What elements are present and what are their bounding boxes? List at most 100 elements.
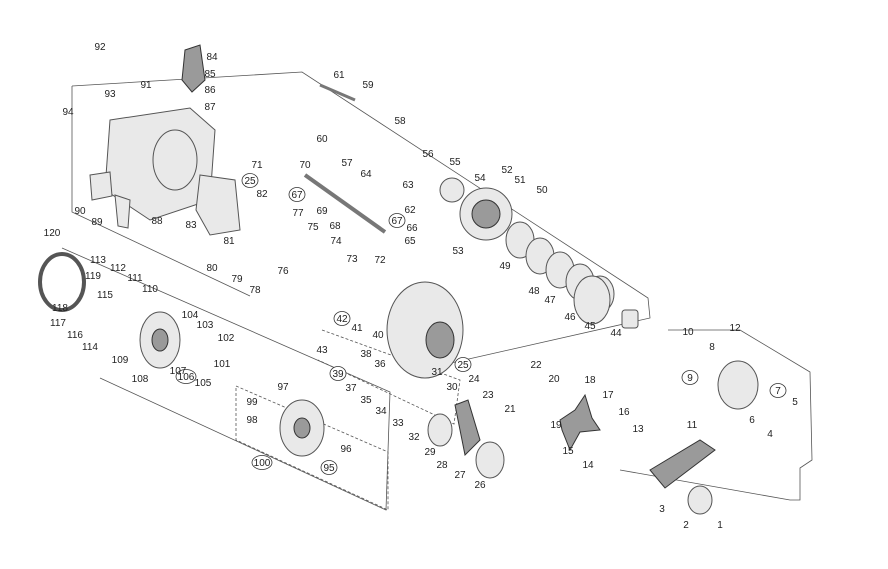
part-number: 8 [709, 342, 715, 353]
part-number: 14 [582, 460, 594, 471]
part-number: 99 [246, 397, 258, 408]
part-label-19: 19 [550, 420, 562, 431]
part-label-46: 46 [564, 312, 576, 323]
label-circle [175, 369, 197, 384]
part-number: 4 [767, 429, 773, 440]
part-number: 29 [424, 447, 436, 458]
part-label-71: 71 [251, 160, 263, 171]
part-label-100: 100 [251, 455, 273, 470]
part-number: 25 [457, 360, 469, 371]
part-number: 31 [431, 367, 443, 378]
part-label-55: 55 [449, 157, 461, 168]
part-number: 78 [249, 285, 261, 296]
part-number: 91 [140, 80, 152, 91]
part-number: 115 [97, 290, 113, 301]
part-number: 81 [223, 236, 235, 247]
part-number: 84 [206, 52, 218, 63]
part-label-9: 9 [681, 370, 699, 385]
part-label-37: 37 [345, 383, 357, 394]
part-label-48: 48 [528, 286, 540, 297]
part-number: 79 [231, 274, 243, 285]
part-label-2: 2 [683, 520, 689, 531]
part-number: 95 [323, 463, 335, 474]
part-number: 13 [632, 424, 644, 435]
part-number: 110 [142, 284, 158, 295]
part-label-115: 115 [97, 290, 113, 301]
part-label-96: 96 [340, 444, 352, 455]
part-label-45: 45 [584, 321, 596, 332]
part-label-99: 99 [246, 397, 258, 408]
part-number: 41 [351, 323, 363, 334]
part-label-74: 74 [330, 236, 342, 247]
part-number: 102 [218, 333, 235, 344]
part-number: 44 [610, 328, 622, 339]
part-number: 55 [449, 157, 461, 168]
part-number: 97 [277, 382, 289, 393]
part-label-90: 90 [74, 206, 86, 217]
part-label-27: 27 [454, 470, 466, 481]
part-label-15: 15 [562, 446, 574, 457]
part-number: 15 [562, 446, 574, 457]
part-label-82: 82 [256, 189, 268, 200]
part-label-38: 38 [360, 349, 372, 360]
label-circle [388, 213, 406, 228]
part-number: 10 [682, 327, 694, 338]
part-number: 83 [185, 220, 197, 231]
part-number: 61 [333, 70, 345, 81]
part-label-17: 17 [602, 390, 614, 401]
part-label-34: 34 [375, 406, 387, 417]
part-number: 105 [195, 378, 212, 389]
part-number: 87 [204, 102, 216, 113]
part-number: 112 [110, 263, 126, 274]
part-number: 90 [74, 206, 86, 217]
part-label-87: 87 [204, 102, 216, 113]
part-number: 18 [584, 375, 596, 386]
part-number: 88 [151, 216, 163, 227]
part-number: 63 [402, 180, 414, 191]
part-number: 80 [206, 263, 218, 274]
part-number: 120 [44, 228, 61, 239]
part-number: 106 [178, 372, 195, 383]
part-number: 25 [244, 176, 256, 187]
part-label-116: 116 [67, 330, 83, 341]
part-label-81: 81 [223, 236, 235, 247]
part-label-49: 49 [499, 261, 511, 272]
part-number: 103 [197, 320, 214, 331]
part-number: 21 [504, 404, 516, 415]
part-label-35: 35 [360, 395, 372, 406]
part-label-68: 68 [329, 221, 341, 232]
part-label-7: 7 [769, 383, 787, 398]
part-label-118: 118 [52, 303, 68, 314]
part-label-86: 86 [204, 85, 216, 96]
part-label-53: 53 [452, 246, 464, 257]
part-number: 3 [659, 504, 665, 515]
part-number: 58 [394, 116, 406, 127]
part-number: 51 [514, 175, 526, 186]
part-number: 54 [474, 173, 486, 184]
part-label-85: 85 [204, 69, 216, 80]
part-number: 72 [374, 255, 386, 266]
part-label-79: 79 [231, 274, 243, 285]
part-number: 69 [316, 206, 328, 217]
part-label-70: 70 [299, 160, 311, 171]
part-number: 9 [687, 373, 693, 384]
part-label-108: 108 [132, 374, 149, 385]
part-label-3: 3 [659, 504, 665, 515]
part-number: 11 [687, 420, 698, 431]
part-number: 74 [330, 236, 342, 247]
part-label-113: 113 [90, 255, 106, 266]
label-circle [333, 311, 351, 326]
part-number: 98 [246, 415, 258, 426]
part-label-72: 72 [374, 255, 386, 266]
part-number: 49 [499, 261, 511, 272]
part-number: 23 [482, 390, 494, 401]
part-number: 19 [550, 420, 562, 431]
part-label-62: 62 [404, 205, 416, 216]
label-circle [454, 357, 472, 372]
part-label-97: 97 [277, 382, 289, 393]
part-label-4: 4 [767, 429, 773, 440]
part-number: 109 [112, 355, 129, 366]
part-label-94: 94 [62, 107, 74, 118]
part-label-54: 54 [474, 173, 486, 184]
